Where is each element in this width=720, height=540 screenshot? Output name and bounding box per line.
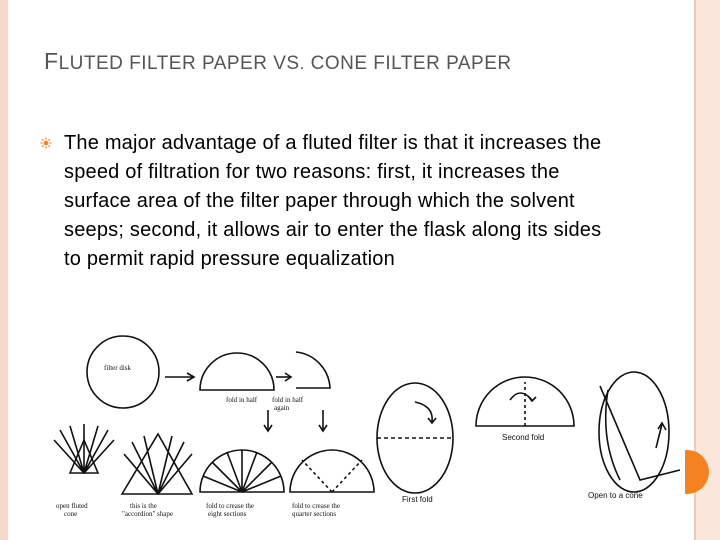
filter-folding-diagram: filter disk fold in half fold in half ag… — [53, 335, 681, 518]
label-filter-disk: filter disk — [104, 364, 132, 372]
label-accordion-1: this is the — [130, 502, 157, 510]
title-part: LUTED FILTER PAPER VS — [58, 53, 300, 74]
title-dot: . — [299, 54, 305, 73]
quarter-shape — [295, 351, 331, 389]
title-initial: F — [44, 48, 59, 74]
second-fold-shape — [475, 376, 575, 427]
bullet-paragraph: The major advantage of a fluted filter i… — [64, 132, 602, 270]
label-open-to-cone: Open to a cone — [588, 491, 643, 500]
slide-title: FLUTED FILTER PAPER VS. CONE FILTER PAPE… — [44, 48, 512, 75]
bullet-sun-icon — [40, 137, 52, 149]
eighths-half-disk — [199, 449, 285, 493]
right-frame-line — [694, 0, 696, 540]
title-end: CONE FILTER PAPER — [304, 53, 512, 74]
right-frame-border — [696, 0, 720, 540]
fluted-cone-shape — [53, 424, 115, 475]
label-accordion-2: "accordion" shape — [122, 510, 173, 518]
label-eighth-2: eight sections — [208, 510, 247, 518]
label-eighth-1: fold to crease the — [206, 502, 254, 510]
label-open-cone-2: cone — [64, 510, 77, 518]
label-first-fold: First fold — [402, 495, 433, 504]
label-fold-in-half: fold in half — [226, 396, 258, 404]
label-quarter-2: quarter sections — [292, 510, 336, 518]
filter-disk-shape — [86, 335, 160, 409]
label-open-cone-1: open fluted — [56, 502, 88, 510]
quarters-half-disk — [289, 449, 375, 493]
label-second-fold: Second fold — [502, 433, 544, 442]
label-quarter-1: fold to crease the — [292, 502, 340, 510]
label-fold-again-1: fold in half — [272, 396, 304, 404]
cone-shape — [598, 371, 681, 493]
label-fold-again-2: again — [274, 404, 290, 412]
accordion-shape — [120, 432, 194, 496]
left-frame-border — [0, 0, 8, 540]
half-disk-shape — [199, 352, 275, 391]
